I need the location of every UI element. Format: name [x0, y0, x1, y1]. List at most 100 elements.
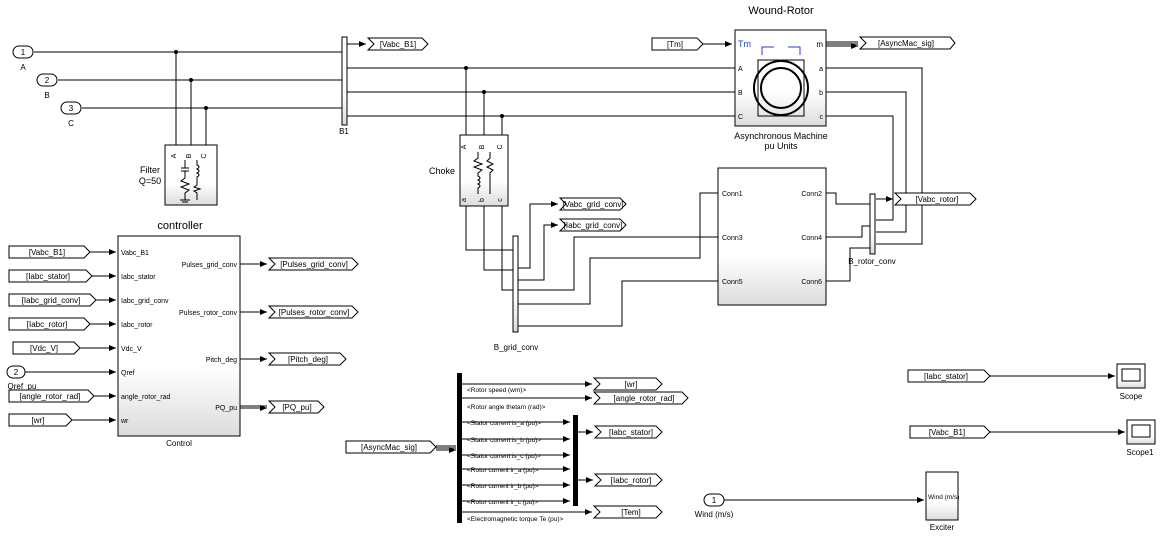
svg-text:1: 1	[21, 48, 26, 57]
goto-vabc-rotor[interactable]: [Vabc_rotor]	[893, 192, 977, 206]
svg-text:[Vdc_V]: [Vdc_V]	[30, 344, 58, 353]
rl-choke-icon	[472, 152, 495, 194]
svg-text:1: 1	[712, 496, 717, 505]
from-vdc-v-ctrl[interactable]: [Vdc_V]	[12, 341, 81, 355]
svg-text:[Iabc_rotor]: [Iabc_rotor]	[611, 476, 651, 485]
bus-selector[interactable]: <Rotor speed (wm)> <Rotor angle thetam (…	[457, 373, 564, 523]
choke-block[interactable]: A B C a b c Choke	[429, 134, 509, 207]
from-iabc-stator-ctrl[interactable]: [Iabc_stator]	[8, 269, 93, 283]
goto-iabc-rotor[interactable]: [Iabc_rotor]	[593, 473, 663, 487]
inport-3[interactable]: 3 C	[60, 101, 82, 128]
from-vabc-b1-ctrl[interactable]: [Vabc_B1]	[8, 245, 91, 259]
goto-pitch-deg[interactable]: [Pitch_deg]	[267, 352, 347, 366]
svg-text:[Iabc_grid_conv]: [Iabc_grid_conv]	[22, 296, 81, 305]
inport-wind[interactable]: 1 Wind (m/s)	[695, 493, 734, 519]
svg-text:B: B	[738, 90, 743, 97]
bus-b-rotor-conv[interactable]: B_rotor_conv	[848, 193, 896, 266]
goto-angle-rotor-rad[interactable]: [angle_rotor_rad]	[592, 391, 689, 405]
machine-units: pu Units	[764, 141, 798, 151]
bus-signal-6: <Rotor current ir_b (pu)>	[467, 483, 539, 490]
induction-motor-icon	[753, 46, 809, 117]
filter-name: Filter	[140, 165, 160, 175]
svg-text:c: c	[497, 198, 504, 202]
bus-b-rotor-conv-label: B_rotor_conv	[848, 257, 896, 266]
inport-2[interactable]: 2 B	[36, 73, 58, 100]
bus-b-grid-conv-label: B_grid_conv	[494, 343, 538, 352]
inport-qref[interactable]: 2 Qref_pu	[6, 365, 37, 391]
goto-pulses-grid-conv[interactable]: [Pulses_grid_conv]	[267, 257, 359, 271]
inport-wind-label: Wind (m/s)	[695, 510, 734, 519]
goto-pulses-rotor-conv[interactable]: [Pulses_rotor_conv]	[267, 305, 359, 319]
filter-block[interactable]: A B C Filter Q=50	[139, 144, 218, 206]
bus-signal-8: <Electromagnetic torque Te (pu)>	[467, 516, 564, 523]
svg-text:Conn1: Conn1	[722, 191, 743, 198]
bus-signal-3: <Stator current is_b (pu)>	[467, 437, 541, 444]
svg-text:B: B	[479, 144, 486, 149]
goto-vabc-grid-conv[interactable]: [Vabc_grid_conv]	[558, 197, 627, 211]
filter-q: Q=50	[139, 176, 161, 186]
from-wr-ctrl[interactable]: [wr]	[8, 413, 73, 427]
controller-title: controller	[157, 220, 203, 232]
bus-signal-5: <Rotor current ir_a (pu)>	[467, 467, 539, 474]
exciter-name: Exciter	[930, 523, 955, 532]
from-asyncmac-sig[interactable]: [AsyncMac_sig]	[345, 440, 437, 454]
svg-text:C: C	[497, 144, 504, 149]
exciter-block[interactable]: Wind (m/s) Exciter	[925, 471, 959, 532]
asynchronous-machine[interactable]: Wound-Rotor Tm m A B C a b c Asynchronou…	[734, 5, 828, 151]
from-iabc-grid-conv-ctrl[interactable]: [Iabc_grid_conv]	[8, 293, 97, 307]
svg-text:m: m	[816, 40, 823, 49]
inport-qref-label: Qref_pu	[8, 382, 37, 391]
bus-signal-1: <Rotor angle thetam (rad)>	[467, 404, 546, 411]
goto-wr[interactable]: [wr]	[592, 377, 663, 391]
svg-text:Iabc_grid_conv: Iabc_grid_conv	[121, 298, 169, 305]
goto-iabc-grid-conv[interactable]: [Iabc_grid_conv]	[558, 218, 627, 232]
bus-b-grid-conv[interactable]: B_grid_conv	[494, 235, 538, 352]
svg-text:[Pulses_grid_conv]: [Pulses_grid_conv]	[280, 260, 348, 269]
scope1-label: Scope1	[1126, 448, 1154, 457]
scope1[interactable]: Scope1	[1126, 419, 1156, 457]
inport-1[interactable]: 1 A	[12, 45, 34, 72]
from-tm[interactable]: [Tm]	[651, 37, 704, 51]
inport-3-label: C	[68, 119, 74, 128]
svg-text:[Pulses_rotor_conv]: [Pulses_rotor_conv]	[279, 308, 350, 317]
from-angle-rotor-rad-ctrl[interactable]: [angle_rotor_rad]	[8, 389, 95, 403]
from-iabc-stator-scope[interactable]: [Iabc_stator]	[907, 369, 991, 383]
svg-text:Qref: Qref	[121, 370, 135, 377]
rlc-filter-icon	[179, 160, 202, 203]
svg-text:Conn2: Conn2	[801, 191, 822, 198]
bus-b1-label: B1	[339, 127, 349, 136]
choke-name: Choke	[429, 166, 455, 176]
svg-text:Conn5: Conn5	[722, 279, 743, 286]
svg-text:[Tem]: [Tem]	[621, 508, 641, 517]
goto-asyncmac-sig[interactable]: [AsyncMac_sig]	[858, 36, 956, 50]
mux-stator-current[interactable]	[573, 415, 578, 462]
bus-b1[interactable]: B1	[339, 36, 349, 136]
goto-iabc-stator[interactable]: [Iabc_stator]	[593, 425, 663, 439]
control-subsystem[interactable]: controller Vabc_B1 Iabc_stator Iabc_grid…	[117, 220, 241, 448]
svg-text:[Iabc_stator]: [Iabc_stator]	[924, 372, 968, 381]
goto-tem[interactable]: [Tem]	[592, 505, 663, 519]
svg-text:B: B	[186, 153, 193, 158]
svg-text:[angle_rotor_rad]: [angle_rotor_rad]	[614, 394, 675, 403]
svg-text:C: C	[201, 153, 208, 158]
goto-vabc-b1[interactable]: [Vabc_B1]	[366, 37, 429, 51]
svg-text:Pulses_rotor_conv: Pulses_rotor_conv	[179, 310, 237, 317]
inport-1-label: A	[20, 63, 26, 72]
svg-text:Conn3: Conn3	[722, 235, 743, 242]
svg-text:b: b	[819, 90, 823, 97]
svg-text:A: A	[461, 144, 468, 149]
machine-port-tm: Tm	[738, 39, 751, 49]
goto-pq-pu[interactable]: [PQ_pu]	[267, 400, 325, 414]
from-vabc-b1-scope[interactable]: [Vabc_B1]	[909, 425, 991, 439]
svg-text:angle_rotor_rad: angle_rotor_rad	[121, 394, 171, 401]
ac-dc-ac-converter[interactable]: Conn1 Conn3 Conn5 Conn2 Conn4 Conn6	[717, 167, 827, 306]
svg-text:Vdc_V: Vdc_V	[121, 346, 142, 353]
scope[interactable]: Scope	[1116, 363, 1146, 401]
mux-rotor-current[interactable]	[573, 462, 578, 506]
svg-text:[Iabc_stator]: [Iabc_stator]	[26, 272, 70, 281]
svg-text:[PQ_pu]: [PQ_pu]	[282, 403, 311, 412]
from-iabc-rotor-ctrl[interactable]: [Iabc_rotor]	[8, 317, 91, 331]
svg-text:[Iabc_rotor]: [Iabc_rotor]	[27, 320, 67, 329]
machine-title: Wound-Rotor	[748, 5, 814, 17]
